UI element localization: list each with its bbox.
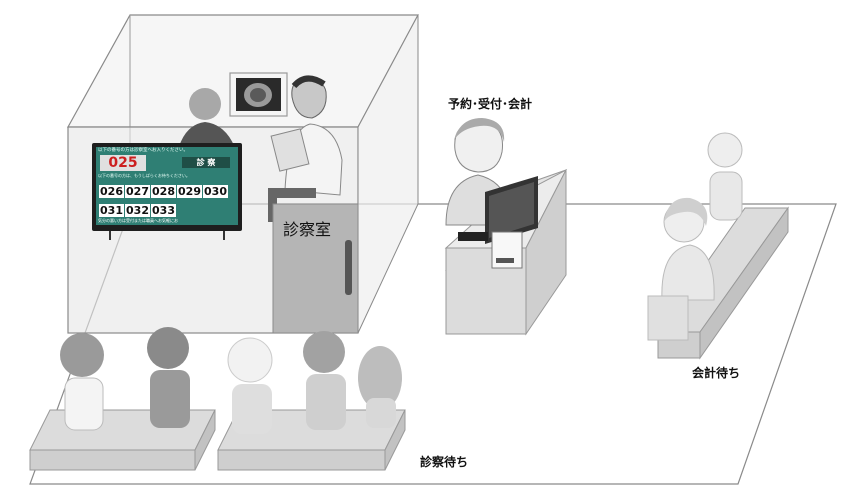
waiting-number: 031 [99, 204, 124, 217]
waiting-number: 033 [151, 204, 176, 217]
exam-room-door [272, 203, 359, 334]
waiting-number: 026 [99, 185, 124, 198]
waiting-number: 028 [151, 185, 176, 198]
reception-label: 予約･受付･会計 [448, 97, 533, 111]
exam-room-label: 診察室 [283, 220, 332, 239]
reception-monitor-screen [489, 182, 534, 238]
waiting-person-5 [358, 346, 402, 428]
waiting-person-back [707, 132, 743, 221]
printer-slot [496, 258, 514, 263]
keyboard [458, 232, 488, 241]
queue-display-monitor: 以下の番号の方は診察室へお入りください。 025 診 察 以下の番号の方は、もう… [92, 143, 242, 231]
door-handle [345, 240, 352, 295]
waiting-number: 029 [177, 185, 202, 198]
display-footer-text: 気分の悪い方は受付または職員へお気軽にお [98, 218, 178, 223]
waiting-number: 032 [125, 204, 150, 217]
waiting-number: 030 [203, 185, 228, 198]
current-number: 025 [100, 155, 146, 171]
display-header-text: 以下の番号の方は診察室へお入りください。 [98, 148, 188, 153]
waiting-person-3 [227, 337, 273, 434]
waiting-number: 027 [125, 185, 150, 198]
waiting-person-1 [60, 333, 104, 431]
queue-display-screen: 以下の番号の方は診察室へお入りください。 025 診 察 以下の番号の方は、もう… [96, 147, 238, 225]
payment-wait-label: 会計待ち [692, 366, 741, 380]
waiting-person-2 [147, 327, 190, 428]
room-label: 診 察 [182, 157, 230, 168]
waiting-person-front [647, 197, 715, 341]
exam-wait-label: 診察待ち [420, 455, 469, 469]
waiting-notice-text: 以下の番号の方は、もうしばらくお待ちください。 [98, 173, 190, 178]
brain-scan-inner [250, 88, 266, 102]
waiting-person-4 [303, 331, 346, 430]
